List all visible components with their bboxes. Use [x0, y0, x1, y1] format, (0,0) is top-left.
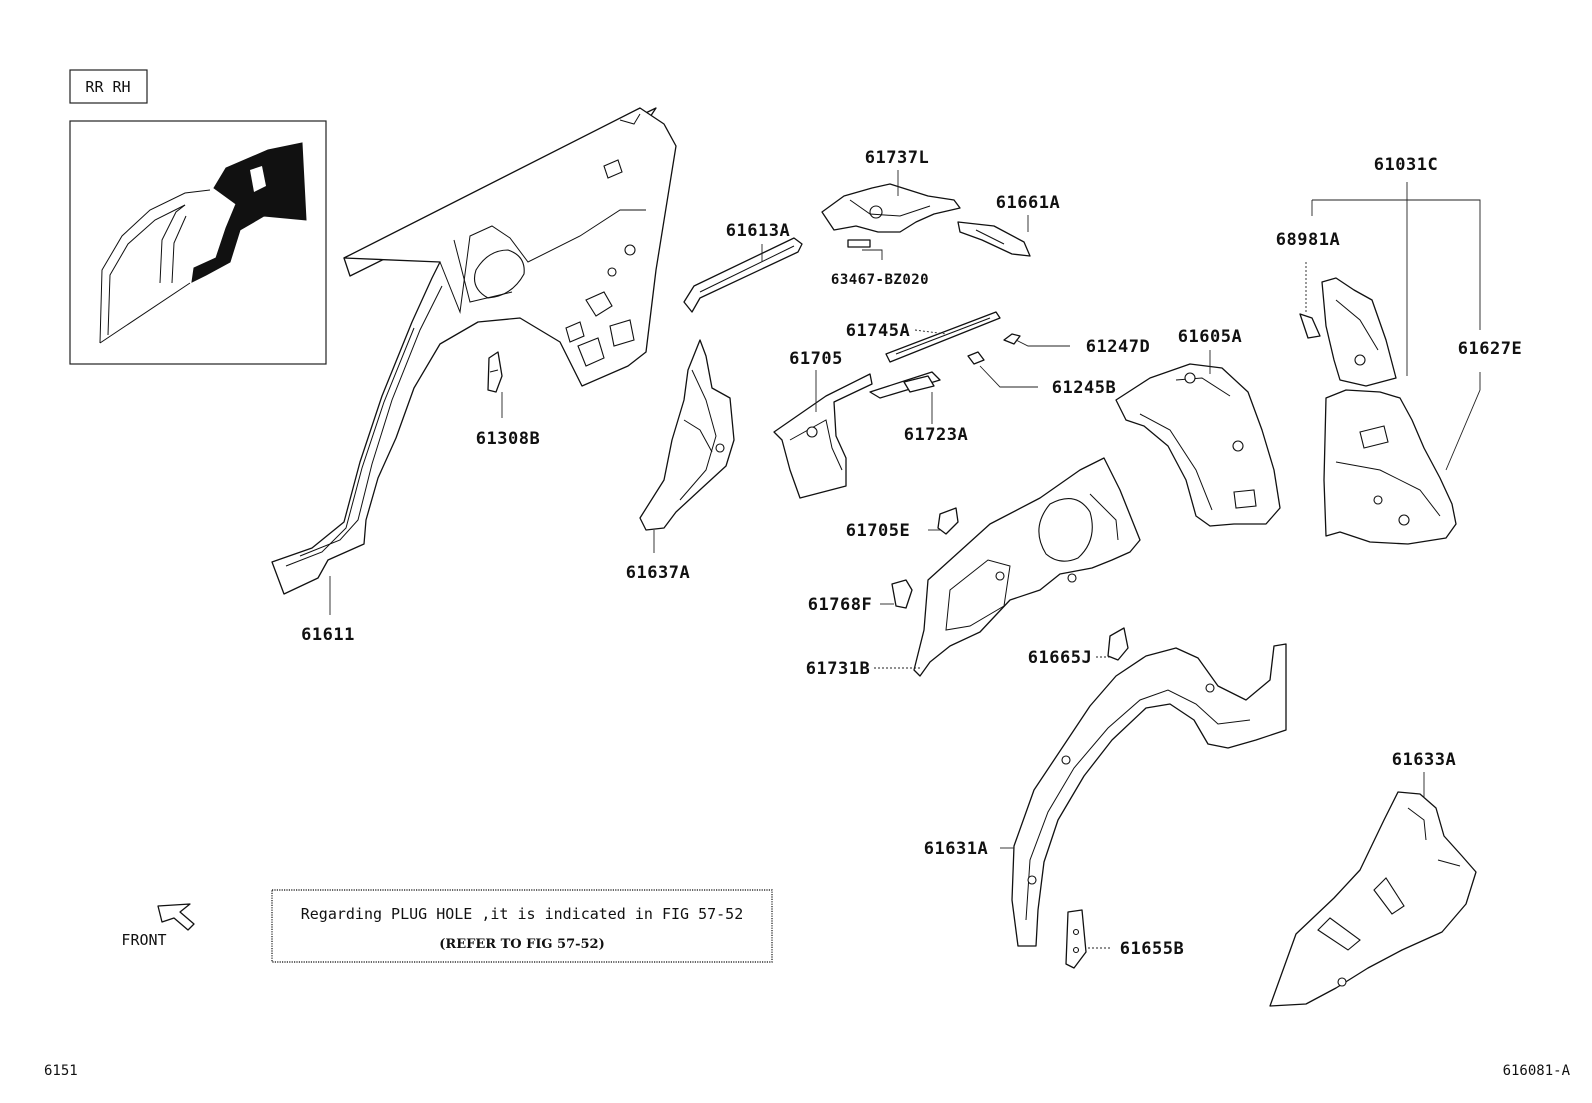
- part-61613A-rail: [683, 237, 803, 313]
- part-61665J-bracket: [1107, 627, 1129, 661]
- part-61247D-clip: [1003, 333, 1021, 345]
- callout-61705: 61705: [789, 349, 843, 369]
- callout-68981A: 68981A: [1276, 230, 1340, 250]
- plug-hole-note: Regarding PLUG HOLE ,it is indicated in …: [271, 889, 773, 963]
- inset-highlight-panel: [191, 142, 307, 283]
- callout-61737L: 61737L: [865, 148, 929, 168]
- inset-locator: [69, 120, 327, 365]
- part-61637A-pillar: [639, 339, 735, 531]
- callout-61627E: 61627E: [1458, 339, 1522, 359]
- callout-61611: 61611: [301, 625, 355, 645]
- callout-61661A: 61661A: [996, 193, 1060, 213]
- part-61308B-bracket: [487, 351, 503, 393]
- rr-rh-tag: RR RH: [69, 69, 148, 104]
- figure-code-left: 6151: [44, 1063, 78, 1079]
- part-68981A-piece: [1299, 313, 1321, 339]
- part-61768F-bracket: [891, 579, 913, 609]
- callout-61605A: 61605A: [1178, 327, 1242, 347]
- part-61631A-wheelhouse-arch: [1011, 643, 1287, 947]
- part-61745A-strip: [885, 311, 1001, 363]
- part-61723A-plate: [869, 371, 941, 399]
- callout-61705E: 61705E: [846, 521, 910, 541]
- callout-61308B: 61308B: [476, 429, 540, 449]
- part-61245B-clip: [967, 351, 985, 365]
- callout-63467-BZ020: 63467-BZ020: [831, 272, 929, 288]
- rr-rh-text: RR RH: [85, 78, 130, 96]
- callout-61723A: 61723A: [904, 425, 968, 445]
- callout-61665J: 61665J: [1028, 648, 1092, 668]
- callout-61631A: 61631A: [924, 839, 988, 859]
- callout-61245B: 61245B: [1052, 378, 1116, 398]
- part-61705-panel: [773, 373, 873, 499]
- leader-lines: [329, 170, 1481, 949]
- callout-61633A: 61633A: [1392, 750, 1456, 770]
- callout-61768F: 61768F: [808, 595, 872, 615]
- callout-61247D: 61247D: [1086, 337, 1150, 357]
- part-61633A-liner: [1269, 791, 1477, 1007]
- note-line-2: (REFER TO FIG 57-52): [439, 937, 605, 952]
- note-line-1: Regarding PLUG HOLE ,it is indicated in …: [301, 905, 744, 923]
- callout-61613A: 61613A: [726, 221, 790, 241]
- callout-61745A: 61745A: [846, 321, 910, 341]
- callout-61655B: 61655B: [1120, 939, 1184, 959]
- part-61737L-reinforcement: [821, 183, 961, 248]
- front-arrow-icon: [157, 903, 195, 931]
- part-61705E-bracket: [937, 507, 959, 535]
- figure-code-right: 616081-A: [1503, 1063, 1571, 1079]
- part-61655B-plate: [1065, 909, 1087, 969]
- part-61605A-wheelhouse: [1115, 363, 1281, 527]
- front-label: FRONT: [121, 931, 166, 949]
- part-61661A-bracket: [957, 221, 1031, 257]
- callout-61637A: 61637A: [626, 563, 690, 583]
- part-61731B-inner-panel: [913, 457, 1141, 677]
- callout-61031C: 61031C: [1374, 155, 1438, 175]
- part-61627E-rear-panel: [1323, 389, 1457, 545]
- part-61031C-upper: [1321, 277, 1397, 387]
- callout-61731B: 61731B: [806, 659, 870, 679]
- callout-labels: 61737L 61661A 63467-BZ020 61613A 61031C …: [301, 148, 1522, 959]
- part-61611-quarter-frame: [271, 107, 677, 595]
